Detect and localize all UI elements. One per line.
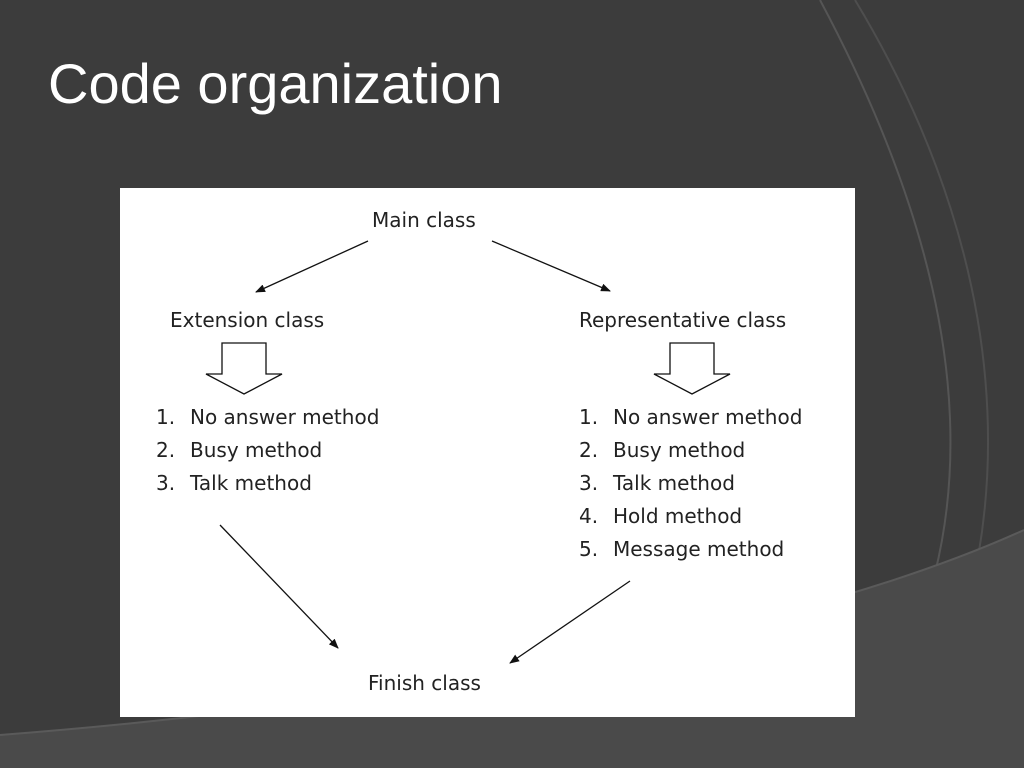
- node-representative-class: Representative class: [579, 308, 787, 332]
- edge-extension-methods-to-finish: [219, 524, 339, 649]
- edge-representative-to-methods: [653, 342, 731, 395]
- diagram-panel: Main class Extension class Representativ…: [120, 188, 855, 717]
- list-item: 2.Busy method: [156, 438, 323, 462]
- node-finish-class: Finish class: [368, 671, 481, 695]
- list-item: 2.Busy method: [579, 438, 746, 462]
- edge-extension-to-methods: [205, 342, 283, 395]
- list-item: 1.No answer method: [579, 405, 803, 429]
- list-item: 5.Message method: [579, 537, 785, 561]
- edge-main-to-representative: [491, 240, 611, 292]
- list-item: 1.No answer method: [156, 405, 380, 429]
- node-main-class: Main class: [372, 208, 476, 232]
- list-item: 4.Hold method: [579, 504, 743, 528]
- edge-main-to-extension: [255, 240, 369, 293]
- edge-representative-methods-to-finish: [509, 580, 631, 664]
- extension-method-list: 1.No answer method 2.Busy method 3.Talk …: [156, 404, 379, 503]
- list-item: 3.Talk method: [156, 471, 312, 495]
- representative-method-list: 1.No answer method 2.Busy method 3.Talk …: [579, 404, 802, 569]
- diagram-connectors: [205, 240, 731, 664]
- list-item: 3.Talk method: [579, 471, 735, 495]
- node-extension-class: Extension class: [170, 308, 325, 332]
- slide-title: Code organization: [48, 52, 503, 115]
